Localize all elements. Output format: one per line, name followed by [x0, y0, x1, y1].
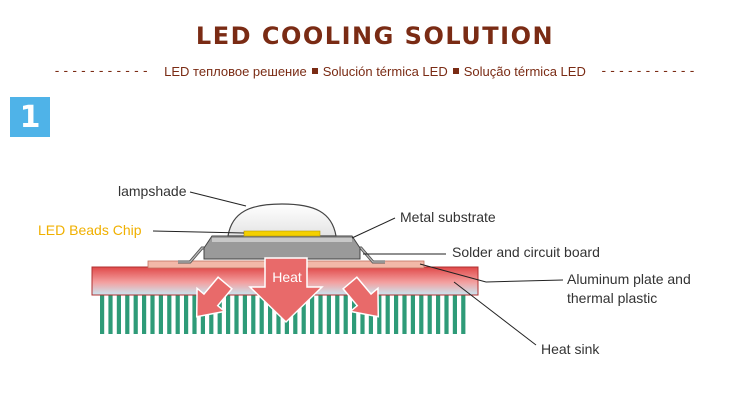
- heat-sink-fins: [100, 295, 466, 334]
- leader-aluminum: [485, 279, 564, 283]
- leader-led-chip: [152, 230, 245, 234]
- leader-metal-substrate: [351, 217, 396, 239]
- heat-sink-fin: [142, 295, 147, 334]
- heat-sink-fin: [226, 295, 231, 334]
- substrate-highlight: [212, 238, 352, 242]
- heat-sink-fin: [318, 295, 323, 334]
- heat-sink-fin: [427, 295, 432, 334]
- label-solder-circuit-board: Solder and circuit board: [452, 244, 600, 260]
- heat-sink-fin: [402, 295, 407, 334]
- subtitle-russian: LED тепловое решение: [164, 63, 307, 79]
- heat-sink-fin: [242, 295, 247, 334]
- heat-sink-fin: [175, 295, 180, 334]
- heat-arrow-center: [248, 257, 324, 324]
- heat-sink-fin: [133, 295, 138, 334]
- dash-rule-right: -----------: [599, 63, 697, 79]
- label-metal-substrate: Metal substrate: [400, 209, 496, 225]
- heat-sink-fin: [217, 295, 222, 334]
- label-heat-sink: Heat sink: [541, 341, 600, 357]
- heat-sink-fin: [377, 295, 382, 334]
- heat-sink-fin: [461, 295, 466, 334]
- heat-sink-fin: [394, 295, 399, 334]
- heat-sink-fin: [125, 295, 130, 334]
- heat-sink-fin: [192, 295, 197, 334]
- heat-sink-fin: [310, 295, 315, 334]
- heat-label: Heat: [272, 269, 302, 285]
- subtitle-portuguese: Solução térmica LED: [463, 63, 586, 79]
- step-badge: 1: [10, 97, 50, 137]
- heat-sink-fin: [385, 295, 390, 334]
- leader-heat-sink: [453, 281, 537, 346]
- dash-rule-left: -----------: [53, 63, 151, 79]
- heat-sink-fin: [100, 295, 105, 334]
- heat-sink-fin: [234, 295, 239, 334]
- heat-sink-fin: [268, 295, 273, 334]
- subtitle-spanish: Solución térmica LED: [322, 63, 448, 79]
- leader-lampshade: [189, 191, 247, 207]
- heat-sink-fin: [108, 295, 113, 334]
- heat-sink-fin: [259, 295, 264, 334]
- heat-sink-fin: [158, 295, 163, 334]
- heat-sink-fin: [352, 295, 357, 334]
- heat-sink-fin: [326, 295, 331, 334]
- square-bullet-icon: [452, 67, 459, 74]
- heat-sink-fin: [335, 295, 340, 334]
- heat-sink-fin: [150, 295, 155, 334]
- leader-aluminum-2: [419, 263, 487, 283]
- heat-sink-fin: [167, 295, 172, 334]
- heat-arrow-left: [195, 276, 233, 318]
- label-lampshade: lampshade: [118, 183, 187, 199]
- heat-sink-fin: [293, 295, 298, 334]
- heat-sink-fin: [444, 295, 449, 334]
- label-aluminum-plate-line1: Aluminum plate and: [567, 271, 691, 287]
- heat-sink-fin: [301, 295, 306, 334]
- heat-sink-fin: [419, 295, 424, 334]
- lampshade-dome: [227, 203, 337, 237]
- heat-sink-fin: [410, 295, 415, 334]
- heat-sink-fin: [251, 295, 256, 334]
- led-chip: [243, 230, 321, 237]
- square-bullet-icon: [311, 67, 318, 74]
- heat-sink-fin: [343, 295, 348, 334]
- heat-sink-fin: [184, 295, 189, 334]
- heat-sink-fin: [360, 295, 365, 334]
- subtitle-row: ----------- LED тепловое решение Solució…: [0, 62, 750, 80]
- heat-sink-fin: [452, 295, 457, 334]
- page-title: LED COOLING SOLUTION: [195, 22, 555, 50]
- label-aluminum-plate-line2: thermal plastic: [567, 290, 658, 306]
- label-led-beads-chip: LED Beads Chip: [38, 222, 142, 238]
- heat-arrow-right: [342, 276, 380, 318]
- heat-sink-fin: [116, 295, 121, 334]
- heat-sink-fin: [436, 295, 441, 334]
